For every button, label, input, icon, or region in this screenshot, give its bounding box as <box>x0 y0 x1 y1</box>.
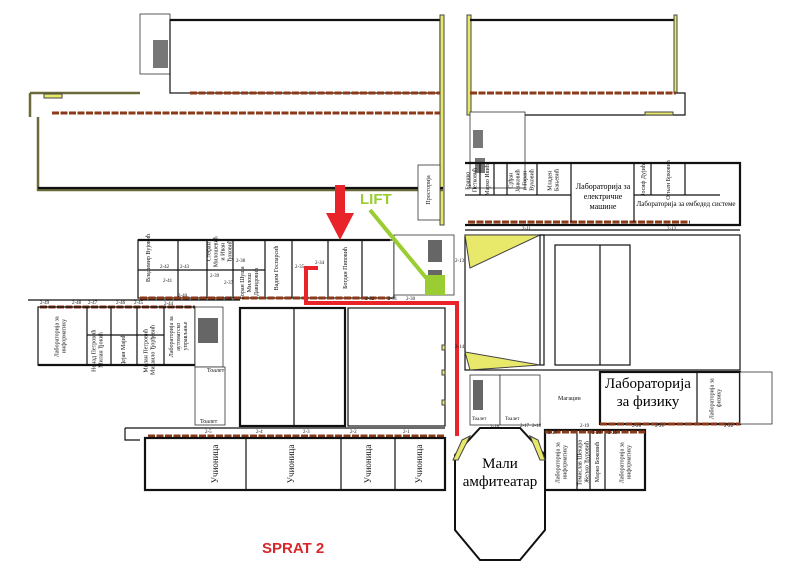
room-label: Лабораторија за информатику <box>619 441 633 483</box>
door-number: 2-25 <box>608 431 618 436</box>
door-number: 2-5 <box>205 430 212 435</box>
lift-label: LIFT <box>360 191 392 208</box>
classroom-label: Учионица <box>363 445 373 484</box>
door-number: 2-48 <box>72 301 82 306</box>
room-label: Горан Шуша Милош Давидовић <box>240 265 260 299</box>
door-number: 2-43 <box>180 265 190 270</box>
door-number: 2-41 <box>163 279 173 284</box>
toilet-label: Тоалет <box>207 368 225 374</box>
door-number: 2-20 <box>592 431 602 436</box>
classroom-label: Учионица <box>286 445 296 484</box>
door-number: 2-18 <box>532 424 542 429</box>
floor-label: SPRAT 2 <box>262 540 324 557</box>
room-label: Лабораторија за информатику <box>54 315 68 357</box>
classroom-label: Учионица <box>414 445 424 484</box>
door-number: 2-39 <box>210 274 220 279</box>
bottom-wing <box>124 427 447 492</box>
room-label: Магацин <box>558 396 582 402</box>
door-number: 2-13 <box>455 259 465 264</box>
door-number: 2-44 <box>164 302 174 307</box>
room-label: Милан Петровић Михаило Ђорђевић <box>143 325 157 375</box>
toilet-label: Тоалет <box>505 417 520 422</box>
door-number: 2-40 <box>178 294 188 299</box>
lift-marker <box>368 208 445 295</box>
door-number: 2-49 <box>40 301 50 306</box>
room-label: Богдан Пиповић <box>342 247 349 289</box>
room-label: Марко Божовић <box>594 442 601 482</box>
room-label: Стефан Милошевић и Иван Ђоковић <box>206 235 234 267</box>
door-number: 2-2 <box>350 430 357 435</box>
door-number: 2-31 <box>388 297 398 302</box>
toilet-label: Тоалет <box>472 417 487 422</box>
right-upper-wing <box>417 161 742 231</box>
room-label: Томислав Шекара Жељко Ђуровић <box>578 438 591 485</box>
room-label: Просторија <box>426 175 432 205</box>
destination-arrow-icon <box>326 185 354 240</box>
door-number: 2-47 <box>88 301 98 306</box>
door-number: 2-19 <box>580 424 590 429</box>
room-label: Лабораторија за физику <box>605 376 691 410</box>
door-number: 2-42 <box>160 265 170 270</box>
room-label: Владимир Вујовић <box>145 234 152 282</box>
door-number: 2-1 <box>403 430 410 435</box>
room-label: Вадим Госпарсић <box>273 246 280 291</box>
lift-icon <box>425 275 445 295</box>
room-label: Срђан Јанковић и Горан Вуковић <box>508 168 536 192</box>
door-number: 2-27 <box>548 431 558 436</box>
right-hall <box>464 234 741 371</box>
bottom-right-wing <box>452 370 773 561</box>
room-labels: Владимир Вујовић Стефан Милошевић и Иван… <box>54 160 736 490</box>
door-number: 2-22 <box>724 424 734 429</box>
room-label: Ненад Петровић Милан Ђокић <box>91 328 105 372</box>
door-number: 2-45 <box>134 301 144 306</box>
door-number: 2-16 <box>490 425 500 430</box>
room-label: Јосиф Дујић <box>640 164 647 196</box>
room-label: Лабораторија за ембедед системе <box>636 200 736 208</box>
door-number: 2-11 <box>522 227 531 232</box>
door-number: 2-32 <box>365 297 375 302</box>
route-path <box>304 266 459 436</box>
door-numbers: 2-42 2-43 2-41 2-40 2-39 2-38 2-37 2-36 … <box>40 227 734 436</box>
door-number: 2-34 <box>315 261 325 266</box>
door-number: 2-12 <box>667 227 677 232</box>
door-number: 2-14 <box>455 345 465 350</box>
room-label: Лабораторија за електричне машине <box>575 182 631 211</box>
room-label: Лабораторија за информатику <box>555 441 569 483</box>
door-number: 2-36 <box>222 297 232 302</box>
room-label: Бранко Петковић <box>466 168 479 192</box>
door-number: 2-38 <box>236 259 246 264</box>
classroom-label: Учионица <box>210 445 220 484</box>
room-label: Лабораторија за физику <box>709 377 723 419</box>
top-wing <box>28 13 686 226</box>
toilet-label: Тоалет <box>200 419 218 425</box>
door-number: 2-35 <box>295 265 305 270</box>
door-number: 2-30 <box>406 297 416 302</box>
door-number: 2-4 <box>256 430 263 435</box>
room-label: Марко Ивић <box>484 164 491 196</box>
door-number: 2-3 <box>303 430 310 435</box>
door-number: 2-17 <box>520 424 530 429</box>
room-label: Младен Бањевић <box>548 169 561 191</box>
door-number: 2-37 <box>224 281 234 286</box>
room-label: Лабораторија за аутоматско управљање <box>168 315 189 357</box>
room-label: Огњен Брковић <box>665 160 672 200</box>
door-number: 2-21 <box>655 424 665 429</box>
door-number: 2-26 <box>632 424 642 429</box>
door-number: 2-46 <box>116 301 126 306</box>
room-label: Дејан Мајић <box>120 334 127 366</box>
amphitheater-label: Мали амфитеатар <box>462 456 538 490</box>
